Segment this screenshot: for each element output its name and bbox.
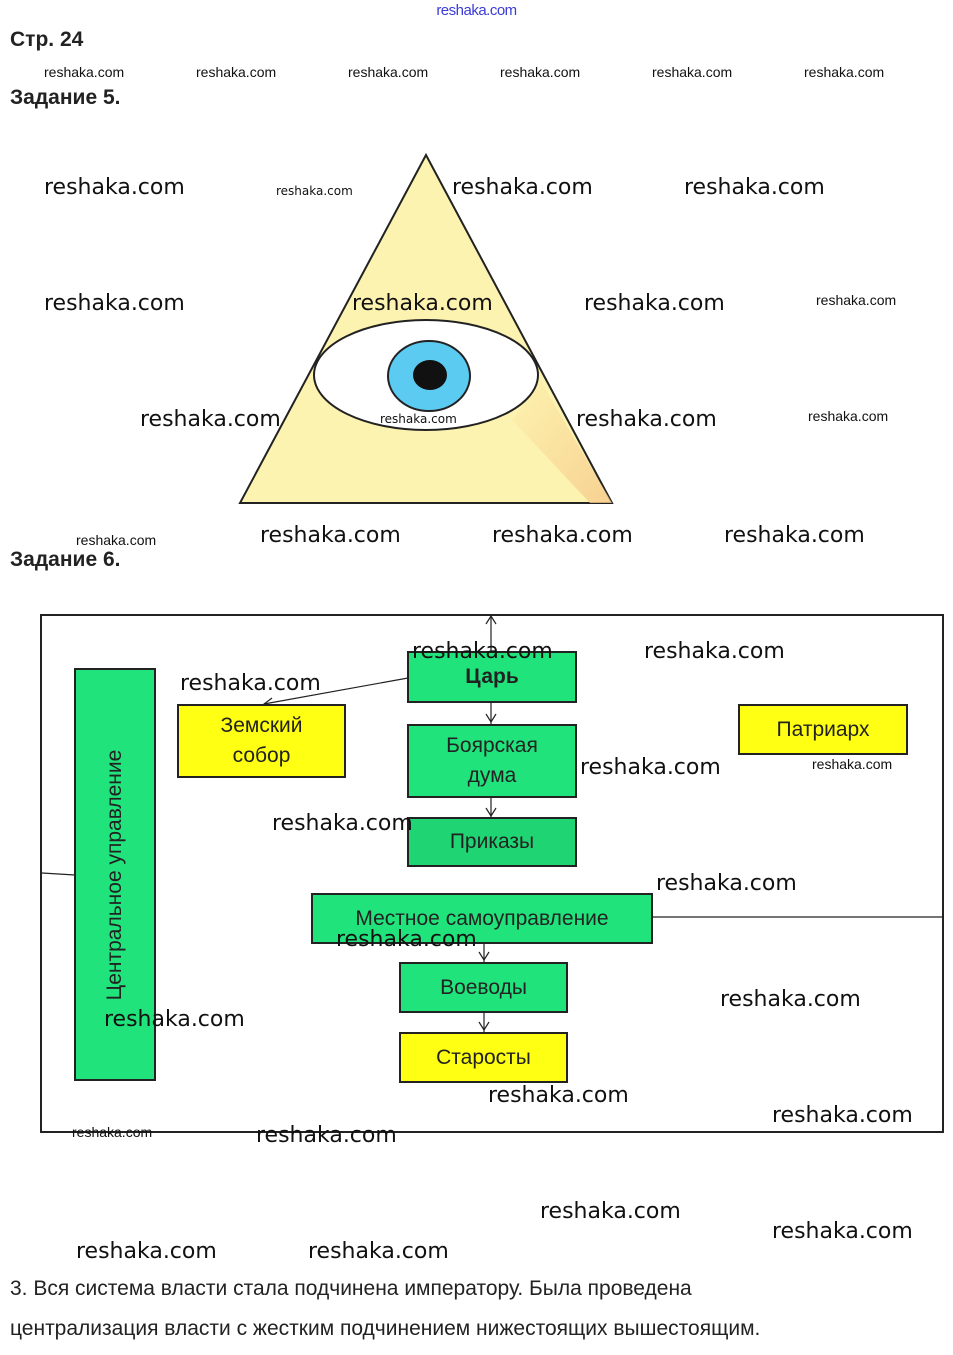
watermark: reshaka.com [644,639,785,664]
watermark: reshaka.com [576,407,717,432]
watermark: reshaka.com [336,927,477,952]
watermark: reshaka.com [76,1239,217,1264]
watermark: reshaka.com [808,408,889,424]
task5-heading: Задание 5. [10,86,121,109]
watermark: reshaka.com [260,523,401,548]
watermark: reshaka.com [44,175,185,200]
watermark: reshaka.com [500,64,581,80]
watermark: reshaka.com [276,184,353,198]
tsar-box: Царь [407,651,577,703]
prikazy-label: Приказы [449,830,535,853]
local-government-box: Местное самоуправление [311,893,653,944]
zemsky-sobor-box: Земский собор [177,704,346,778]
watermark: reshaka.com [380,412,457,426]
starosty-label: Старосты [436,1045,531,1069]
central-management-box: Центральное управление [74,668,156,1081]
task6-heading: Задание 6. [10,548,121,571]
watermark: reshaka.com [256,1123,397,1148]
watermark: reshaka.com [488,1083,629,1108]
prikazy-box: Приказы [407,817,577,867]
watermark: reshaka.com [804,64,885,80]
watermark: reshaka.com [180,671,321,696]
watermark: reshaka.com [812,756,893,772]
boyar-duma-line2: дума [467,764,517,787]
answer-line-2: централизация власти с жестким подчинени… [10,1317,761,1340]
voevody-box: Воеводы [399,962,568,1013]
watermark: reshaka.com [76,532,157,548]
watermark: reshaka.com [140,407,281,432]
watermark: reshaka.com [492,523,633,548]
watermark: reshaka.com [352,291,493,316]
watermark: reshaka.com [272,811,413,836]
tsar-label: Царь [465,665,519,688]
watermark: reshaka.com [580,755,721,780]
watermark: reshaka.com [772,1219,913,1244]
answer-line-1: 3. Вся система власти стала подчинена им… [10,1277,692,1300]
watermark: reshaka.com [724,523,865,548]
watermark: reshaka.com [656,871,797,896]
watermark: reshaka.com [104,1007,245,1032]
central-management-label: Центральное управление [103,749,126,1000]
starosty-box: Старосты [399,1032,568,1083]
watermark: reshaka.com [412,639,553,664]
watermark: reshaka.com [652,64,733,80]
watermark: reshaka.com [452,175,593,200]
watermark: reshaka.com [72,1124,153,1140]
zemsky-sobor-line1: Земский [220,714,303,737]
local-government-label: Местное самоуправление [355,906,609,930]
watermark: reshaka.com [816,292,897,308]
watermark: reshaka.com [196,64,277,80]
watermark: reshaka.com [44,291,185,316]
boyar-duma-box: Боярская дума [407,724,577,798]
pyramid-shadow [512,380,612,503]
site-link[interactable]: reshaka.com [436,2,517,19]
watermark: reshaka.com [540,1199,681,1224]
patriarch-label: Патриарх [776,717,870,741]
watermark: reshaka.com [348,64,429,80]
eye-pupil [413,360,447,390]
patriarch-box: Патриарх [738,704,908,755]
pyramid-eye-figure [238,152,614,504]
watermark: reshaka.com [308,1239,449,1264]
watermark: reshaka.com [44,64,125,80]
watermark: reshaka.com [720,987,861,1012]
boyar-duma-line1: Боярская [446,734,538,757]
watermark: reshaka.com [584,291,725,316]
watermark: reshaka.com [684,175,825,200]
voevody-label: Воеводы [440,975,527,999]
watermark: reshaka.com [772,1103,913,1128]
zemsky-sobor-line2: собор [232,744,291,767]
page-heading: Стр. 24 [10,28,84,51]
